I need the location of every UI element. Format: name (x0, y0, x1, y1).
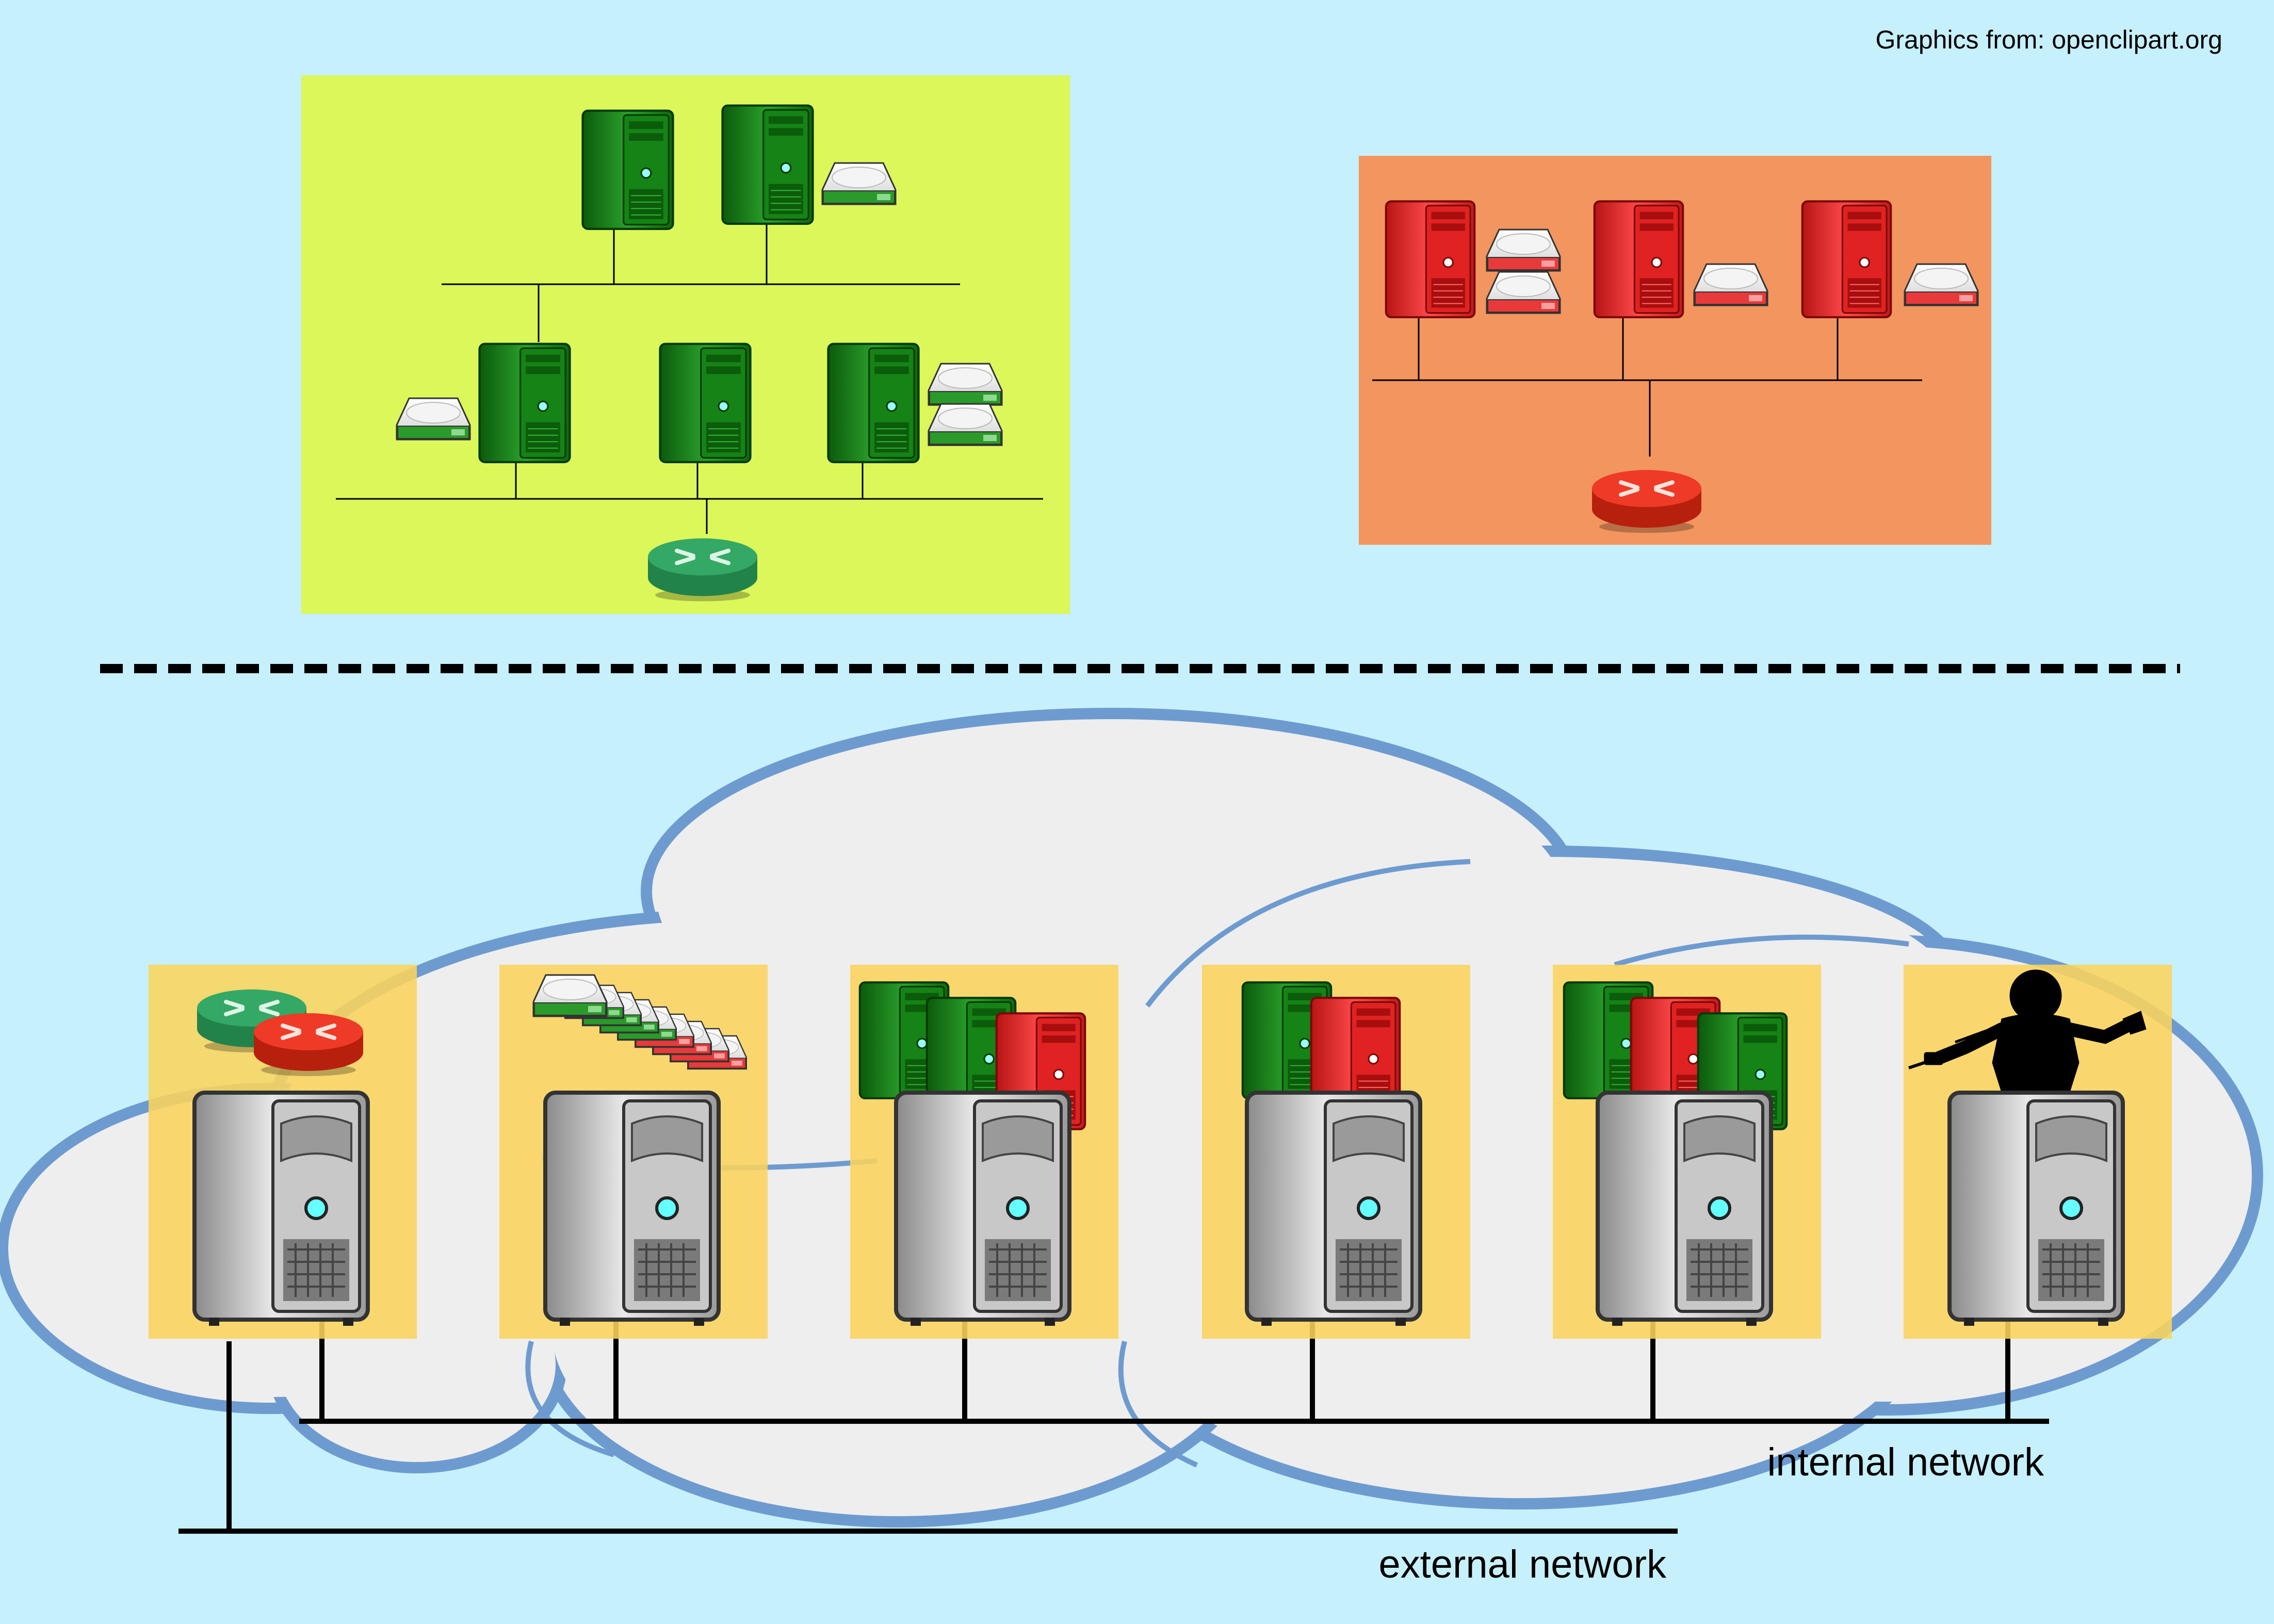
host-server-icon (545, 1093, 719, 1326)
red-server-icon (1802, 201, 1891, 317)
host-node-vms-a (850, 965, 1118, 1339)
orchestra-conductor-icon (1908, 969, 2147, 1099)
green-disk-icon (928, 363, 1003, 406)
red-disk-icon (1486, 229, 1561, 272)
host-node-vms-b (1202, 965, 1470, 1339)
host-server-icon (1598, 1093, 1771, 1326)
green-physical-network (301, 75, 1070, 614)
virtual-host-nodes (149, 965, 2172, 1339)
host-node-storage (499, 965, 768, 1339)
green-disk-icon (928, 403, 1003, 446)
red-disk-icon (1693, 263, 1768, 306)
red-physical-network (1359, 156, 1991, 545)
host-node-orchestrator (1904, 965, 2172, 1339)
green-server-icon (829, 344, 919, 462)
host-server-icon (1247, 1093, 1420, 1326)
green-server-icon (660, 344, 751, 462)
red-server-icon (1386, 201, 1475, 317)
external-network-label: external network (1378, 1542, 1667, 1586)
internal-network-label: internal network (1767, 1440, 2044, 1484)
green-disk-icon (396, 397, 471, 441)
green-server-icon (583, 111, 673, 229)
green-disk-icon (532, 974, 608, 1017)
host-server-icon (194, 1093, 368, 1326)
cloud-inner-arcs (525, 859, 1909, 1468)
green-disk-icon (821, 162, 897, 205)
red-server-icon (1595, 201, 1683, 317)
red-disk-icon (1486, 271, 1561, 314)
red-router-icon (254, 1013, 363, 1076)
green-server-icon (723, 106, 813, 224)
red-router-icon (1592, 470, 1701, 533)
green-router-icon (648, 539, 757, 602)
red-disk-icon (1904, 263, 1979, 306)
green-server-icon (480, 344, 570, 462)
host-node-routers (149, 965, 417, 1339)
credit-text: Graphics from: openclipart.org (1875, 25, 2222, 54)
host-server-icon (896, 1093, 1069, 1326)
host-node-vms-c (1553, 965, 1821, 1339)
host-server-icon (1950, 1093, 2123, 1326)
